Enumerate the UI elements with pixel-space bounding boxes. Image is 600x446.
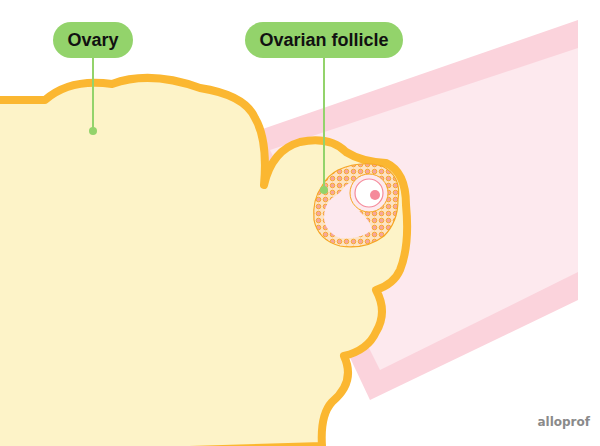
label-box: Ovarian follicle bbox=[245, 22, 403, 58]
part-label: Ovarian follicle bbox=[259, 30, 388, 51]
part-label: Ovary bbox=[67, 30, 118, 51]
leader-line bbox=[92, 58, 94, 131]
ovary-outline bbox=[0, 78, 407, 446]
leader-dot bbox=[89, 127, 97, 135]
oocyte-nucleus bbox=[370, 190, 380, 200]
leader-dot bbox=[320, 186, 328, 194]
leader-line bbox=[323, 58, 325, 190]
zona-pellucida bbox=[350, 174, 388, 212]
oocyte bbox=[355, 179, 383, 207]
watermark: alloprof bbox=[537, 415, 590, 429]
ovarian-follicle bbox=[314, 164, 399, 247]
label-box: Ovary bbox=[53, 22, 133, 58]
